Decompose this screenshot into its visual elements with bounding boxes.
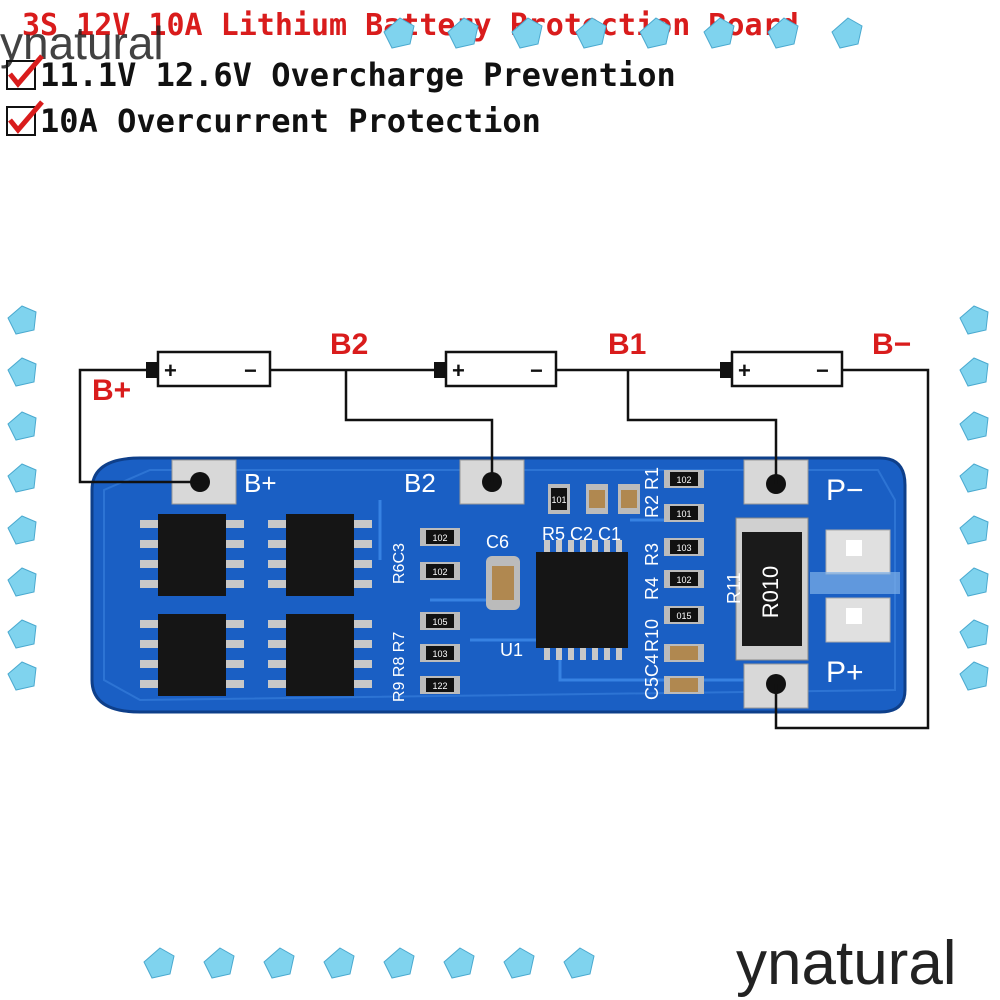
res-code: 102	[432, 533, 447, 543]
label-b1: B1	[608, 328, 646, 361]
pad-p-plus	[825, 597, 891, 643]
silk-b-plus: B+	[244, 468, 277, 498]
battery-plus-sign: +	[452, 358, 465, 383]
wires	[78, 368, 930, 730]
res-code: 102	[432, 567, 447, 577]
silk-b2: B2	[404, 468, 436, 498]
ic-u1	[536, 540, 628, 660]
battery-cell-3	[720, 350, 844, 388]
shunt-label: R010	[758, 566, 783, 619]
res-code: 105	[432, 617, 447, 627]
feature-overcharge: 11.1V 12.6V Overcharge Prevention	[6, 54, 676, 94]
watermark-bottom: ynatural	[736, 929, 957, 998]
battery-minus-sign: −	[244, 358, 257, 383]
label-b-minus: B−	[872, 328, 911, 361]
ice-cube-icon-row-top	[383, 17, 863, 49]
battery-minus-sign: −	[530, 358, 543, 383]
checkbox-icon	[6, 100, 44, 136]
feature-text: 10A Overcurrent Protection	[40, 102, 541, 140]
silk-r2r1: R2 R1	[642, 467, 662, 518]
ice-cube-icon-column-left	[7, 305, 37, 691]
shunt-resistor: R010	[735, 517, 809, 661]
silk-r6c3: R6C3	[391, 543, 408, 584]
mosfet-chips	[140, 514, 372, 696]
silk-r10: R10	[642, 619, 662, 652]
feature-overcurrent: 10A Overcurrent Protection	[6, 100, 541, 140]
battery-plus-sign: +	[738, 358, 751, 383]
res-code: 101	[551, 495, 566, 505]
res-code: 102	[676, 475, 691, 485]
silk-r5c2c1: R5 C2 C1	[542, 524, 621, 544]
silk-r11: R11	[724, 572, 744, 604]
battery-minus-sign: −	[816, 358, 829, 383]
res-code: 101	[676, 509, 691, 519]
checkbox-icon	[6, 54, 44, 90]
ice-cube-icon-column-right	[959, 305, 989, 691]
res-code: 122	[432, 681, 447, 691]
label-b2: B2	[330, 328, 368, 361]
label-b-plus: B+	[92, 374, 131, 407]
smd-components: 102 102 105 103 122 102 101 103 102 101 …	[420, 470, 704, 694]
res-code: 102	[676, 575, 691, 585]
res-code: 103	[676, 543, 691, 553]
pad-p-minus	[825, 529, 891, 575]
silk-r4: R4	[642, 577, 662, 600]
silk-u1: U1	[500, 640, 523, 660]
silk-r3: R3	[642, 543, 662, 566]
silk-c5c4: C5C4	[642, 654, 662, 700]
res-code: 015	[676, 611, 691, 621]
silk-p-minus: P−	[826, 474, 864, 507]
silk-c6: C6	[486, 532, 509, 552]
silk-p-plus: P+	[826, 656, 864, 689]
silk-r9r8r7: R9 R8 R7	[391, 632, 408, 702]
feature-text: 11.1V 12.6V Overcharge Prevention	[40, 56, 676, 94]
battery-cell-2	[434, 350, 558, 388]
res-code: 103	[432, 649, 447, 659]
battery-cell-1	[146, 350, 272, 388]
ice-cube-icon-row-bottom	[143, 947, 595, 979]
battery-plus-sign: +	[164, 358, 177, 383]
